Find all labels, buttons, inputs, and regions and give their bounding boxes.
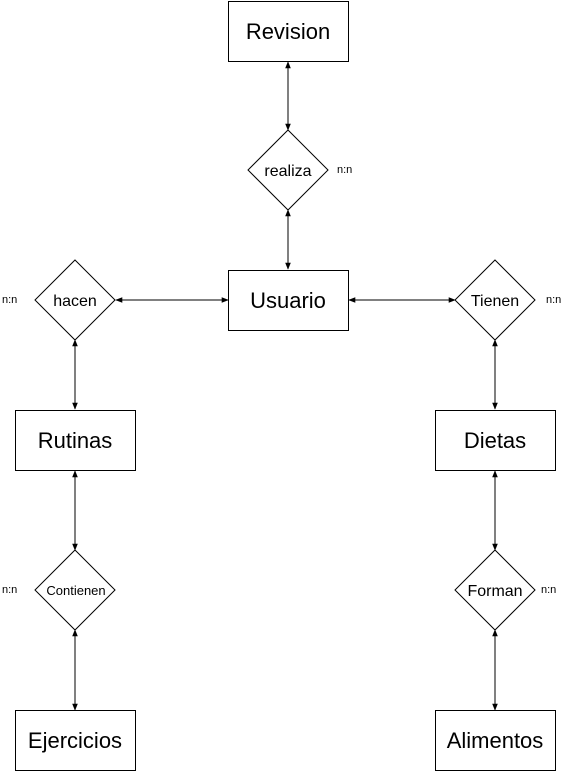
entity-usuario[interactable]: Usuario [228, 270, 349, 331]
relationship-forman-label: Forman [467, 583, 522, 600]
cardinality-forman: n:n [541, 584, 556, 596]
entity-alimentos-label: Alimentos [447, 728, 544, 753]
entity-ejercicios[interactable]: Ejercicios [15, 710, 136, 771]
entity-revision[interactable]: Revision [228, 1, 349, 62]
cardinality-contienen: n:n [2, 584, 17, 596]
relationship-realiza-label: realiza [264, 163, 311, 180]
relationship-tienen-label: Tienen [471, 293, 519, 310]
entity-ejercicios-label: Ejercicios [28, 728, 122, 753]
entity-revision-label: Revision [246, 19, 330, 44]
relationship-forman[interactable]: Forman [454, 549, 536, 631]
relationship-realiza[interactable]: realiza [247, 129, 329, 211]
cardinality-hacen: n:n [2, 294, 17, 306]
entity-rutinas-label: Rutinas [38, 428, 113, 453]
entity-dietas[interactable]: Dietas [435, 410, 556, 471]
cardinality-tienen: n:n [546, 294, 561, 306]
relationship-hacen-label: hacen [53, 293, 97, 310]
cardinality-realiza: n:n [337, 164, 352, 176]
relationship-hacen[interactable]: hacen [34, 259, 116, 341]
entity-dietas-label: Dietas [464, 428, 526, 453]
relationship-contienen-label: Contienen [46, 583, 105, 598]
relationship-tienen[interactable]: Tienen [454, 259, 536, 341]
entity-rutinas[interactable]: Rutinas [15, 410, 136, 471]
entity-alimentos[interactable]: Alimentos [435, 710, 556, 771]
entity-usuario-label: Usuario [250, 288, 326, 313]
relationship-contienen[interactable]: Contienen [34, 549, 116, 631]
